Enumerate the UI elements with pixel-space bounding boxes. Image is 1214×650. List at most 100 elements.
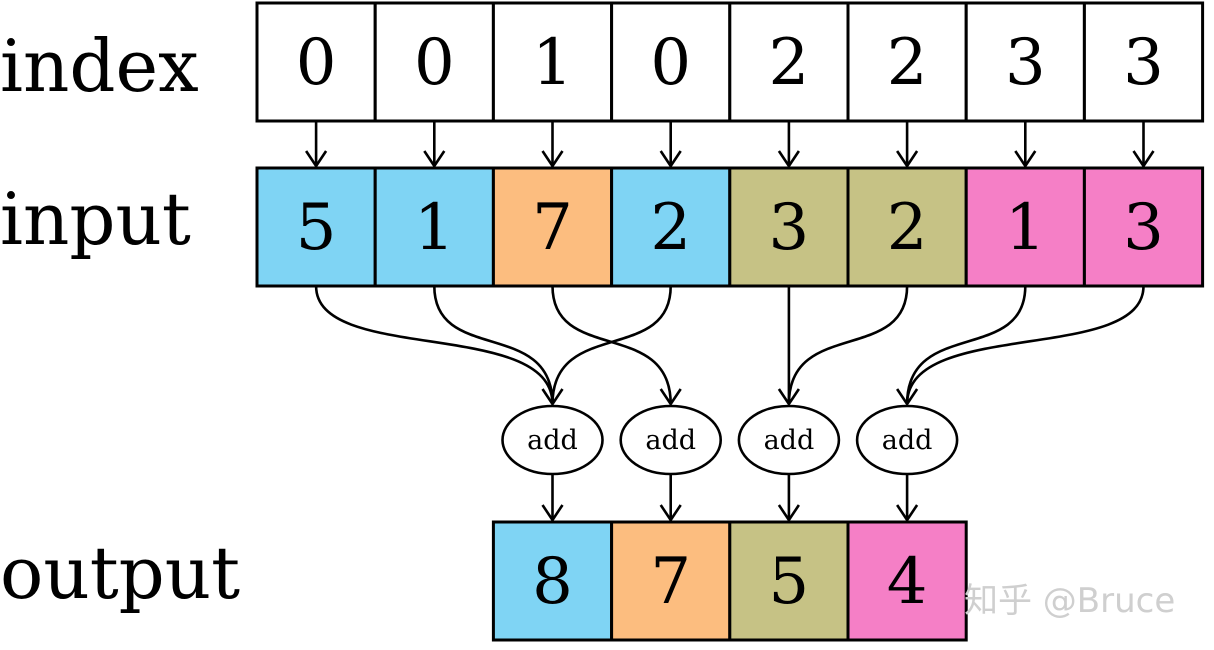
output-row: 8 7 5 4	[491, 520, 968, 642]
input-cell-5-value: 2	[887, 191, 928, 265]
index-cell-1-box	[373, 1, 495, 123]
add-node-label: add	[882, 425, 933, 456]
input-to-add-edge-7	[905, 285, 1145, 405]
index-cell-2-box	[491, 1, 614, 123]
output-cell-0: 8	[491, 520, 614, 642]
add-node-ellipse	[737, 404, 841, 476]
index-cell-6: 3	[964, 1, 1086, 123]
index-cell-4-box	[728, 1, 850, 123]
add-node-ellipse	[619, 404, 723, 476]
input-cell-1: 1	[373, 166, 495, 288]
add-in-arrowhead-2	[777, 388, 800, 407]
index-to-input-arrowhead-4	[777, 150, 800, 169]
output-cell-1: 7	[610, 520, 732, 642]
add-node-label: add	[645, 425, 696, 456]
input-cell-6-value: 1	[1005, 191, 1046, 265]
index-cell-2-value: 1	[532, 26, 573, 100]
input-to-add-edge-1	[433, 285, 554, 405]
input-cell-4-value: 3	[769, 191, 810, 265]
output-cell-3-box	[846, 520, 968, 642]
input-cell-0-value: 5	[296, 191, 337, 265]
watermark: 知乎 @Bruce	[964, 581, 1175, 621]
index-cell-6-value: 3	[1005, 26, 1046, 100]
index-cell-0-value: 0	[296, 26, 337, 100]
add-node-3: add	[855, 404, 959, 476]
index-to-input-arrowhead-7	[1132, 150, 1155, 169]
input-cell-5: 2	[846, 166, 968, 288]
input-to-add-edge-6	[905, 285, 1027, 405]
input-cell-6: 1	[964, 166, 1086, 288]
input-cell-4: 3	[728, 166, 850, 288]
add-node-ellipse	[855, 404, 959, 476]
output-cell-3: 4	[846, 520, 968, 642]
input-cell-3: 2	[610, 166, 732, 288]
index-to-input-arrowhead-2	[541, 150, 564, 169]
input-cell-7-value: 3	[1123, 191, 1164, 265]
output-cell-1-value: 7	[650, 545, 691, 619]
index-cell-0: 0	[255, 1, 377, 123]
input-cell-2-box	[491, 166, 614, 288]
input-to-add-edge-3	[551, 285, 672, 405]
add-operations: add add add add	[501, 404, 959, 476]
output-row-label: output	[0, 531, 240, 615]
add-to-output-arrowhead-2	[777, 504, 800, 523]
input-cell-1-box	[373, 166, 495, 288]
index-row-label: index	[0, 24, 199, 108]
index-to-input-arrowhead-0	[305, 150, 328, 169]
add-node-1: add	[619, 404, 723, 476]
input-cell-7: 3	[1082, 166, 1205, 288]
index-cell-7-value: 3	[1123, 26, 1164, 100]
index-cell-5-box	[846, 1, 968, 123]
output-cell-3-value: 4	[887, 545, 928, 619]
index-to-input-arrowhead-3	[659, 150, 682, 169]
add-to-output-arrowhead-0	[541, 504, 564, 523]
add-node-0: add	[501, 404, 604, 476]
index-cell-4: 2	[728, 1, 850, 123]
input-cell-6-box	[964, 166, 1086, 288]
input-to-add-edge-5	[787, 285, 909, 405]
index-cell-1-value: 0	[414, 26, 455, 100]
input-cell-3-value: 2	[650, 191, 691, 265]
index-cell-3: 0	[610, 1, 732, 123]
add-in-arrowhead-1	[659, 388, 682, 407]
add-in-arrowhead-3	[896, 388, 919, 407]
input-cell-0-box	[255, 166, 377, 288]
index-cell-7-box	[1082, 1, 1205, 123]
output-cell-2-box	[728, 520, 850, 642]
add-node-label: add	[527, 425, 578, 456]
index-cell-3-value: 0	[650, 26, 691, 100]
output-cell-2-value: 5	[769, 545, 810, 619]
index-cell-3-box	[610, 1, 732, 123]
output-cell-1-box	[610, 520, 732, 642]
input-cell-2: 7	[491, 166, 614, 288]
add-node-ellipse	[501, 404, 604, 476]
index-to-input-arrowhead-5	[896, 150, 919, 169]
output-cell-2: 5	[728, 520, 850, 642]
index-cell-6-box	[964, 1, 1086, 123]
index-cell-2: 1	[491, 1, 614, 123]
index-cell-7: 3	[1082, 1, 1205, 123]
input-cell-3-box	[610, 166, 732, 288]
index-cell-0-box	[255, 1, 377, 123]
input-to-add-edge-2	[551, 285, 672, 405]
input-cell-5-box	[846, 166, 968, 288]
input-row-label: input	[0, 177, 191, 261]
input-cell-4-box	[728, 166, 850, 288]
output-cell-0-value: 8	[532, 545, 573, 619]
input-to-add-edge-0	[314, 285, 554, 405]
input-cell-2-value: 7	[532, 191, 573, 265]
add-node-2: add	[737, 404, 841, 476]
output-cell-0-box	[491, 520, 614, 642]
index-to-input-arrowhead-6	[1014, 150, 1037, 169]
index-to-input-arrowhead-1	[423, 150, 446, 169]
index-cell-5-value: 2	[887, 26, 928, 100]
add-node-label: add	[764, 425, 815, 456]
input-cell-7-box	[1082, 166, 1205, 288]
edges-layer	[305, 121, 1155, 523]
add-to-output-arrowhead-3	[896, 504, 919, 523]
index-cell-1: 0	[373, 1, 495, 123]
add-in-arrowhead-0	[541, 388, 564, 407]
